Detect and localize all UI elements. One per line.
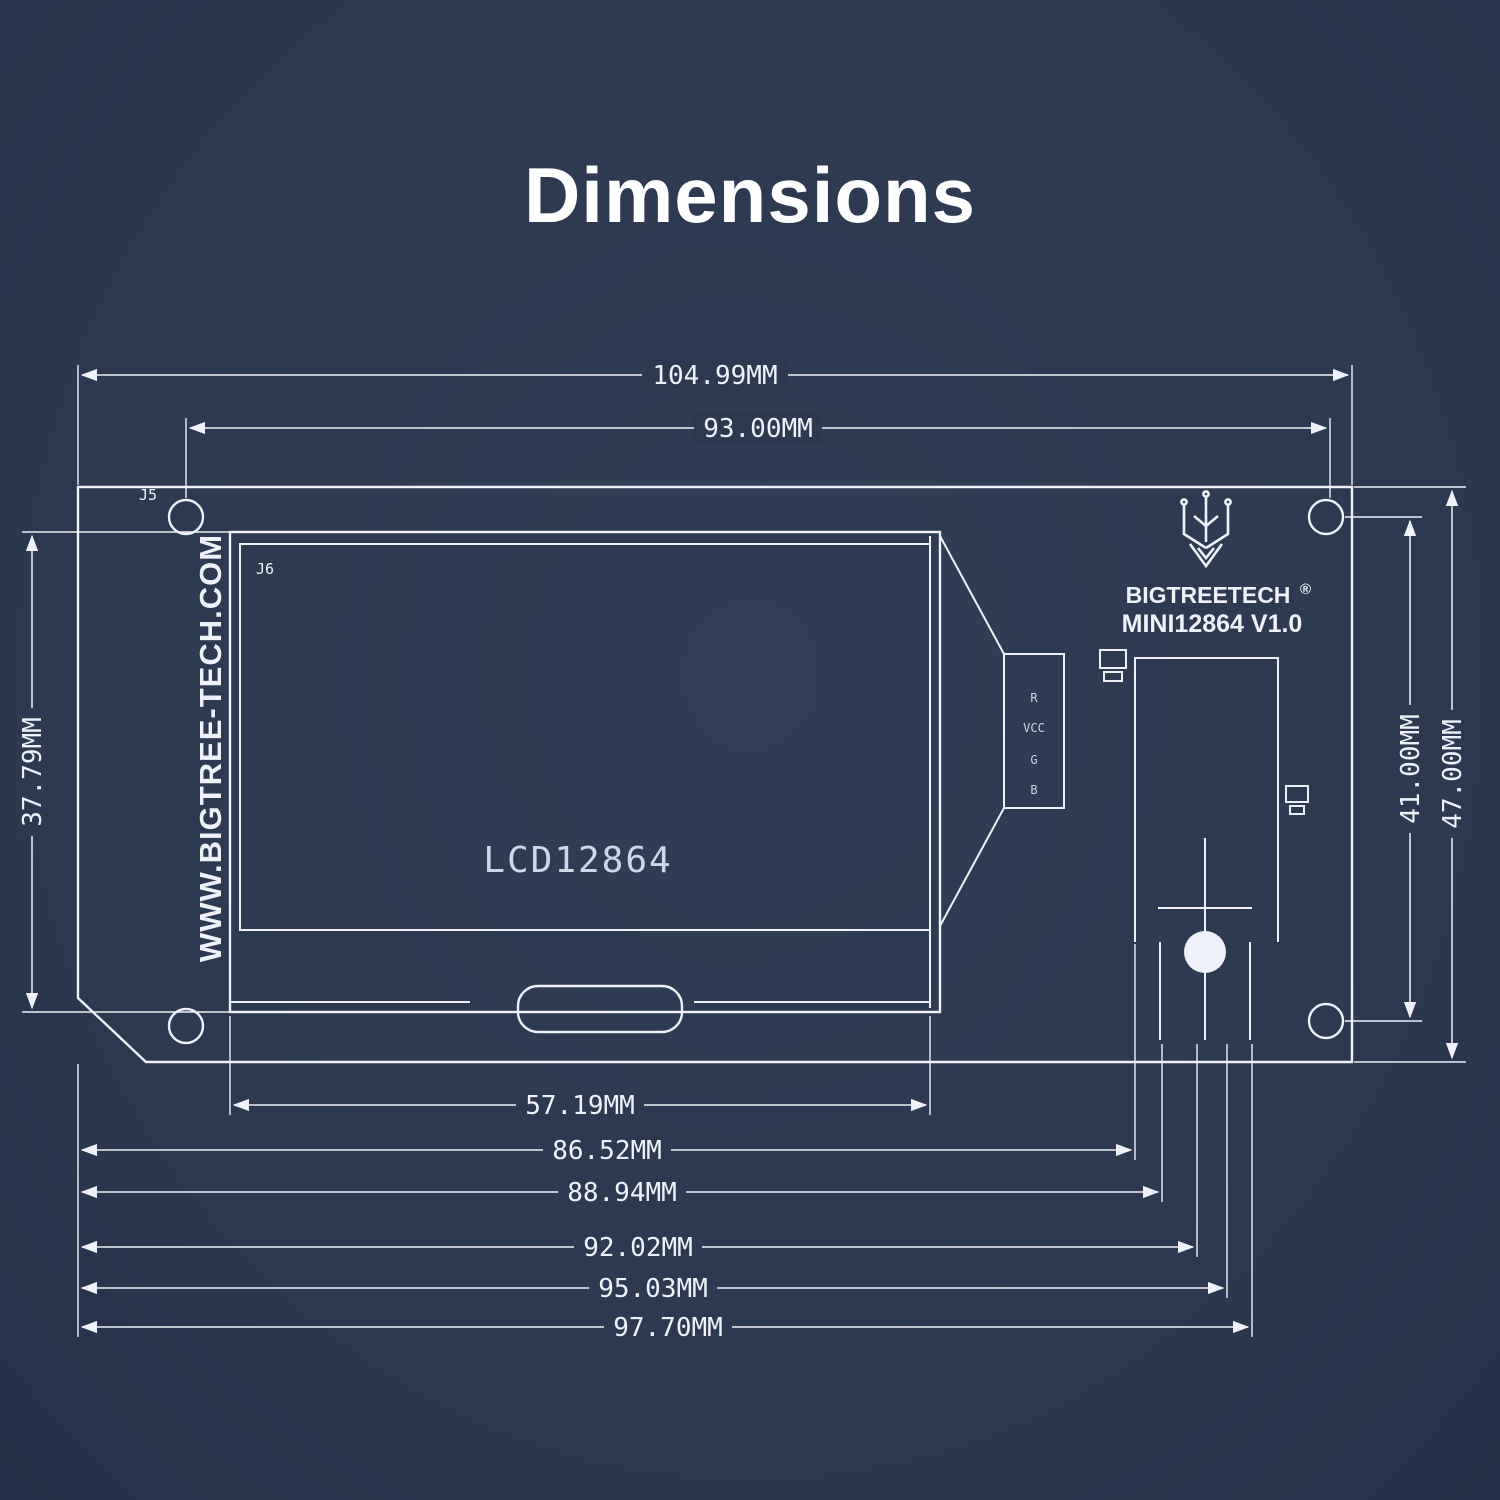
website-label-group: WWW.BIGTREE-TECH.COM — [193, 534, 228, 962]
mounting-hole-bottom-right — [1307, 1002, 1345, 1040]
ref-j6: J6 — [256, 560, 274, 578]
pin-label-r: R — [1030, 691, 1038, 705]
website-label: WWW.BIGTREE-TECH.COM — [193, 534, 228, 962]
lcd-bottom-slot — [516, 984, 684, 1034]
dim-label-92-02: 92.02MM — [583, 1233, 693, 1263]
dimension-right-inner: 41.00MM — [1345, 516, 1426, 1022]
component-buzzer — [1285, 785, 1309, 803]
dimension-left-height: 37.79MM — [17, 531, 230, 1013]
page-title: Dimensions — [523, 151, 977, 239]
component-sd-detect — [1099, 649, 1127, 669]
dim-label-57-19: 57.19MM — [525, 1091, 635, 1121]
dimension-bottom-92-02: 92.02MM — [80, 1044, 1198, 1263]
dim-label-47-00: 47.00MM — [1438, 719, 1468, 829]
dimension-bottom-95-03: 95.03MM — [80, 1044, 1228, 1304]
model-name: MINI12864 V1.0 — [1122, 610, 1303, 638]
pin-label-vcc: VCC — [1023, 721, 1045, 735]
encoder-assembly — [1099, 649, 1309, 1040]
dimension-bottom-86-52: 86.52MM — [80, 944, 1136, 1166]
dim-label-104-99: 104.99MM — [652, 361, 777, 391]
mounting-hole-top-left — [167, 498, 205, 536]
dim-label-41-00: 41.00MM — [1396, 714, 1426, 824]
pin-label-b: B — [1030, 783, 1037, 797]
brand-name: BIGTREETECH — [1126, 582, 1291, 608]
dim-label-93-00: 93.00MM — [703, 414, 813, 444]
pin-label-g: G — [1030, 753, 1037, 767]
dim-label-97-70: 97.70MM — [613, 1313, 723, 1343]
ref-j5: J5 — [139, 486, 157, 504]
flex-connector: R VCC G B — [939, 535, 1065, 927]
dimension-bottom-57-19: 57.19MM — [229, 1016, 931, 1121]
brand-block: BIGTREETECH ® MINI12864 V1.0 — [1122, 490, 1311, 638]
dim-label-88-94: 88.94MM — [567, 1178, 677, 1208]
mounting-hole-top-right — [1307, 498, 1345, 536]
dim-label-37-79: 37.79MM — [18, 717, 48, 827]
board-outline: J5 — [76, 485, 1354, 1064]
registered-mark: ® — [1300, 581, 1311, 598]
dimension-top-inner: 93.00MM — [185, 413, 1331, 498]
lcd-label: LCD12864 — [483, 840, 672, 881]
dim-label-86-52: 86.52MM — [552, 1136, 662, 1166]
bigtreetech-logo-icon — [1180, 490, 1232, 569]
dimension-top-outer: 104.99MM — [77, 360, 1353, 485]
encoder-knob — [1184, 931, 1226, 973]
dimension-right-outer: 47.00MM — [1354, 486, 1468, 1063]
dimension-bottom-88-94: 88.94MM — [80, 1044, 1163, 1208]
dim-label-95-03: 95.03MM — [598, 1274, 708, 1304]
lcd-module: J6 LCD12864 — [228, 530, 942, 1034]
mounting-hole-bottom-left — [167, 1007, 205, 1045]
dimension-bottom-97-70: 97.70MM — [80, 1044, 1253, 1343]
